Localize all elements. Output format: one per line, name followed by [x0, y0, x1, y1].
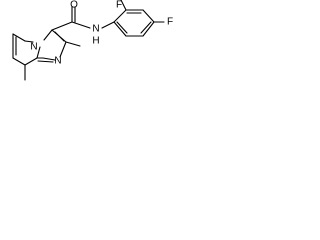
difluorophenyl-ring	[113, 9, 155, 37]
carbonyl-oxygen-label: O	[70, 0, 78, 11]
methyl-bond-imidazole	[65, 41, 81, 47]
fluorine-ortho-label: F	[116, 0, 122, 11]
pyridine-ring	[12, 33, 41, 66]
molecule-structure: N N O N H F F	[12, 0, 173, 81]
bridge-nitrogen-label: N	[54, 56, 61, 67]
amide-nitrogen-label: N	[92, 24, 99, 35]
amide-group	[51, 6, 115, 31]
fluorine-para-label: F	[167, 17, 173, 28]
imidazole-ring	[36, 29, 67, 63]
amide-hydrogen-label: H	[92, 36, 99, 47]
ring-nitrogen-label: N	[30, 42, 37, 53]
fluorine-bond-ortho	[120, 0, 127, 11]
